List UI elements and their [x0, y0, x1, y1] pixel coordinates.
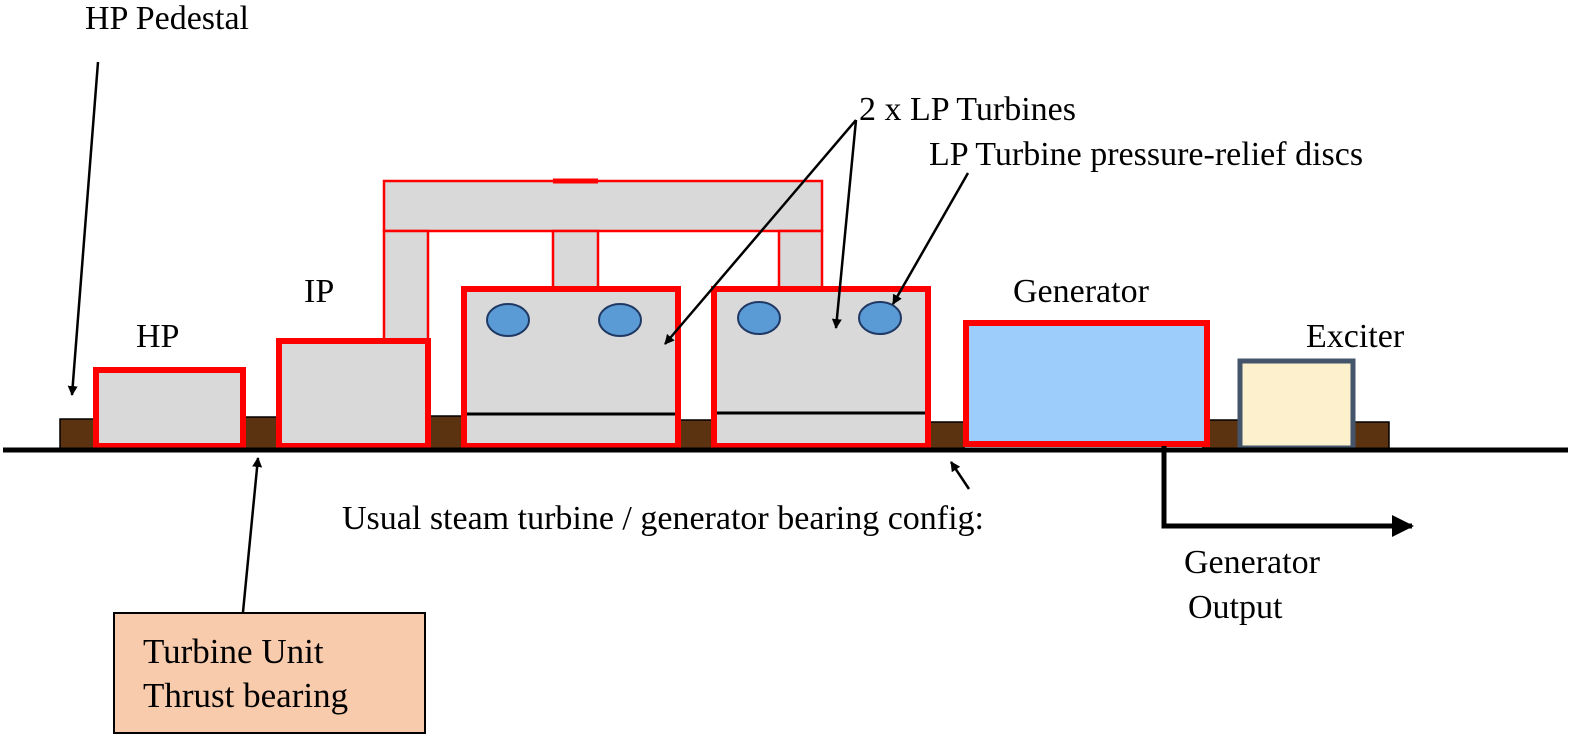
bearings: [59, 415, 1390, 451]
hp-pedestal-arrow: [67, 61, 100, 396]
bearing: [427, 415, 465, 451]
bearing-config-arrow: [949, 461, 971, 490]
thrust-bearing-label-line2: Thrust bearing: [143, 676, 349, 715]
relief-disc: [486, 303, 530, 337]
hp-label: HP: [136, 318, 179, 355]
relief-disc: [737, 301, 781, 335]
ip-casing: [276, 338, 431, 449]
relief-disc: [598, 303, 642, 337]
bearing: [242, 416, 280, 451]
lp-turbine-arrow: [831, 119, 858, 329]
bearing: [1352, 421, 1390, 451]
relief-disc: [858, 301, 902, 335]
generator-casing: [963, 320, 1210, 447]
generator-output-label-line1: Generator: [1184, 544, 1321, 581]
generator-label: Generator: [1013, 273, 1150, 310]
hp-pedestal-label: HP Pedestal: [85, 0, 249, 37]
generator-output-line: [1161, 446, 1414, 537]
bearing: [677, 419, 715, 451]
bearing-config-label: Usual steam turbine / generator bearing …: [342, 500, 984, 537]
bearing: [927, 421, 965, 451]
bearing: [59, 418, 97, 451]
thrust-bearing-box: Turbine Unit Thrust bearing: [113, 612, 426, 734]
lp-turbines-label: 2 x LP Turbines: [859, 91, 1076, 128]
ip-label: IP: [304, 273, 334, 310]
exciter-casing: [1237, 358, 1356, 451]
lp-discs-label: LP Turbine pressure-relief discs: [929, 136, 1363, 173]
thrust-bearing-arrow: [241, 457, 263, 613]
generator-output-label-line2: Output: [1188, 589, 1283, 626]
thrust-bearing-label-line1: Turbine Unit: [143, 632, 324, 671]
lp-turbine-arrow: [664, 119, 857, 345]
hp-casing: [93, 367, 246, 449]
exciter-label: Exciter: [1306, 318, 1405, 355]
relief-disc-arrow: [891, 172, 970, 305]
